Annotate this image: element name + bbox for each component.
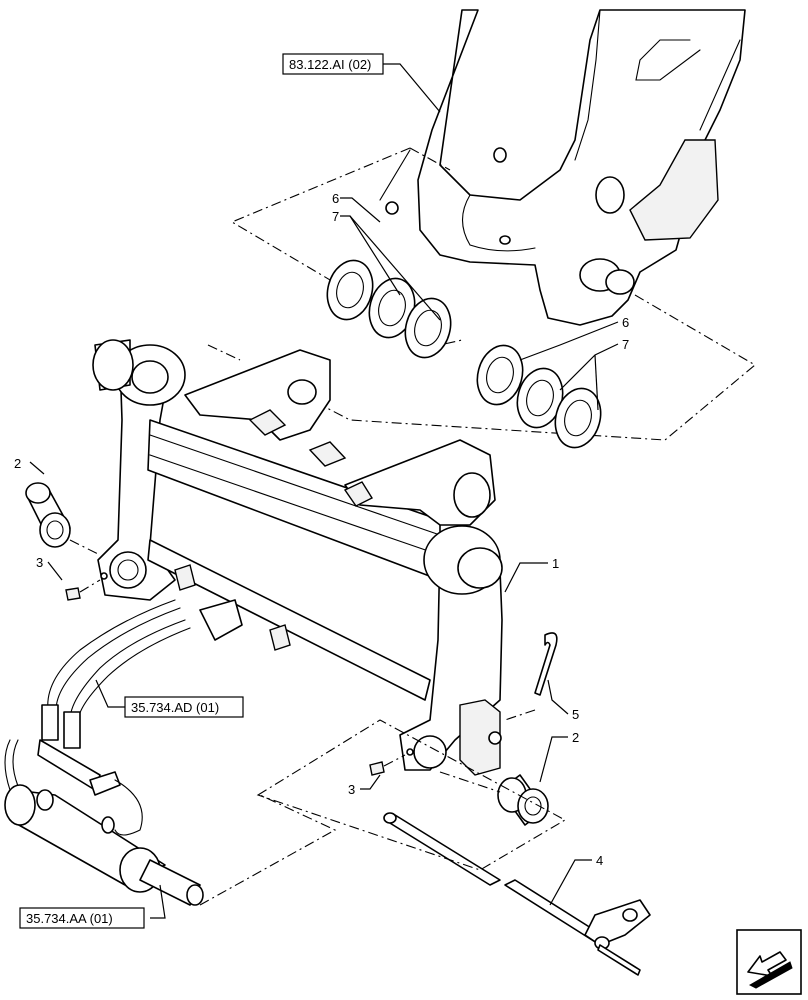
set-screw-right	[369, 754, 406, 776]
hydraulic-lines	[4, 599, 337, 906]
bushing-right	[439, 771, 549, 826]
callout-5: 5	[572, 707, 579, 722]
reference-label-35-734-aa: 35.734.AA (01)	[26, 911, 113, 926]
callout-1: 1	[552, 556, 559, 571]
callout-2-right: 2	[572, 730, 579, 745]
callout-3-left: 3	[36, 555, 43, 570]
reference-link-35-734-aa[interactable]: 35.734.AA (01)	[19, 907, 145, 929]
reference-label-83-122-ai: 83.122.AI (02)	[289, 57, 371, 72]
reference-link-35-734-ad[interactable]: 35.734.AD (01)	[124, 696, 244, 718]
quick-coupler-frame	[92, 339, 503, 776]
washer-set-right	[301, 294, 756, 449]
callout-6-right: 6	[622, 315, 629, 330]
set-screw-left	[65, 579, 101, 601]
leader-lines	[29, 63, 619, 919]
reference-link-83-122-ai[interactable]: 83.122.AI (02)	[282, 53, 384, 75]
callout-2-left: 2	[14, 456, 21, 471]
callout-7-right: 7	[622, 337, 629, 352]
washer-set-upper	[230, 147, 463, 359]
locking-pin	[256, 719, 651, 976]
reference-label-35-734-ad: 35.734.AD (01)	[131, 700, 219, 715]
cotter-pin	[504, 632, 558, 721]
callout-labels: 6 7 6 7 2 3 1 5 2 3 4	[14, 191, 629, 868]
bushing-left	[25, 482, 101, 556]
callout-7-upper: 7	[332, 209, 339, 224]
callout-3-right: 3	[348, 782, 355, 797]
arrow-back-icon[interactable]	[736, 929, 802, 995]
callout-4: 4	[596, 853, 603, 868]
loader-arm	[379, 9, 746, 326]
callout-6-upper: 6	[332, 191, 339, 206]
